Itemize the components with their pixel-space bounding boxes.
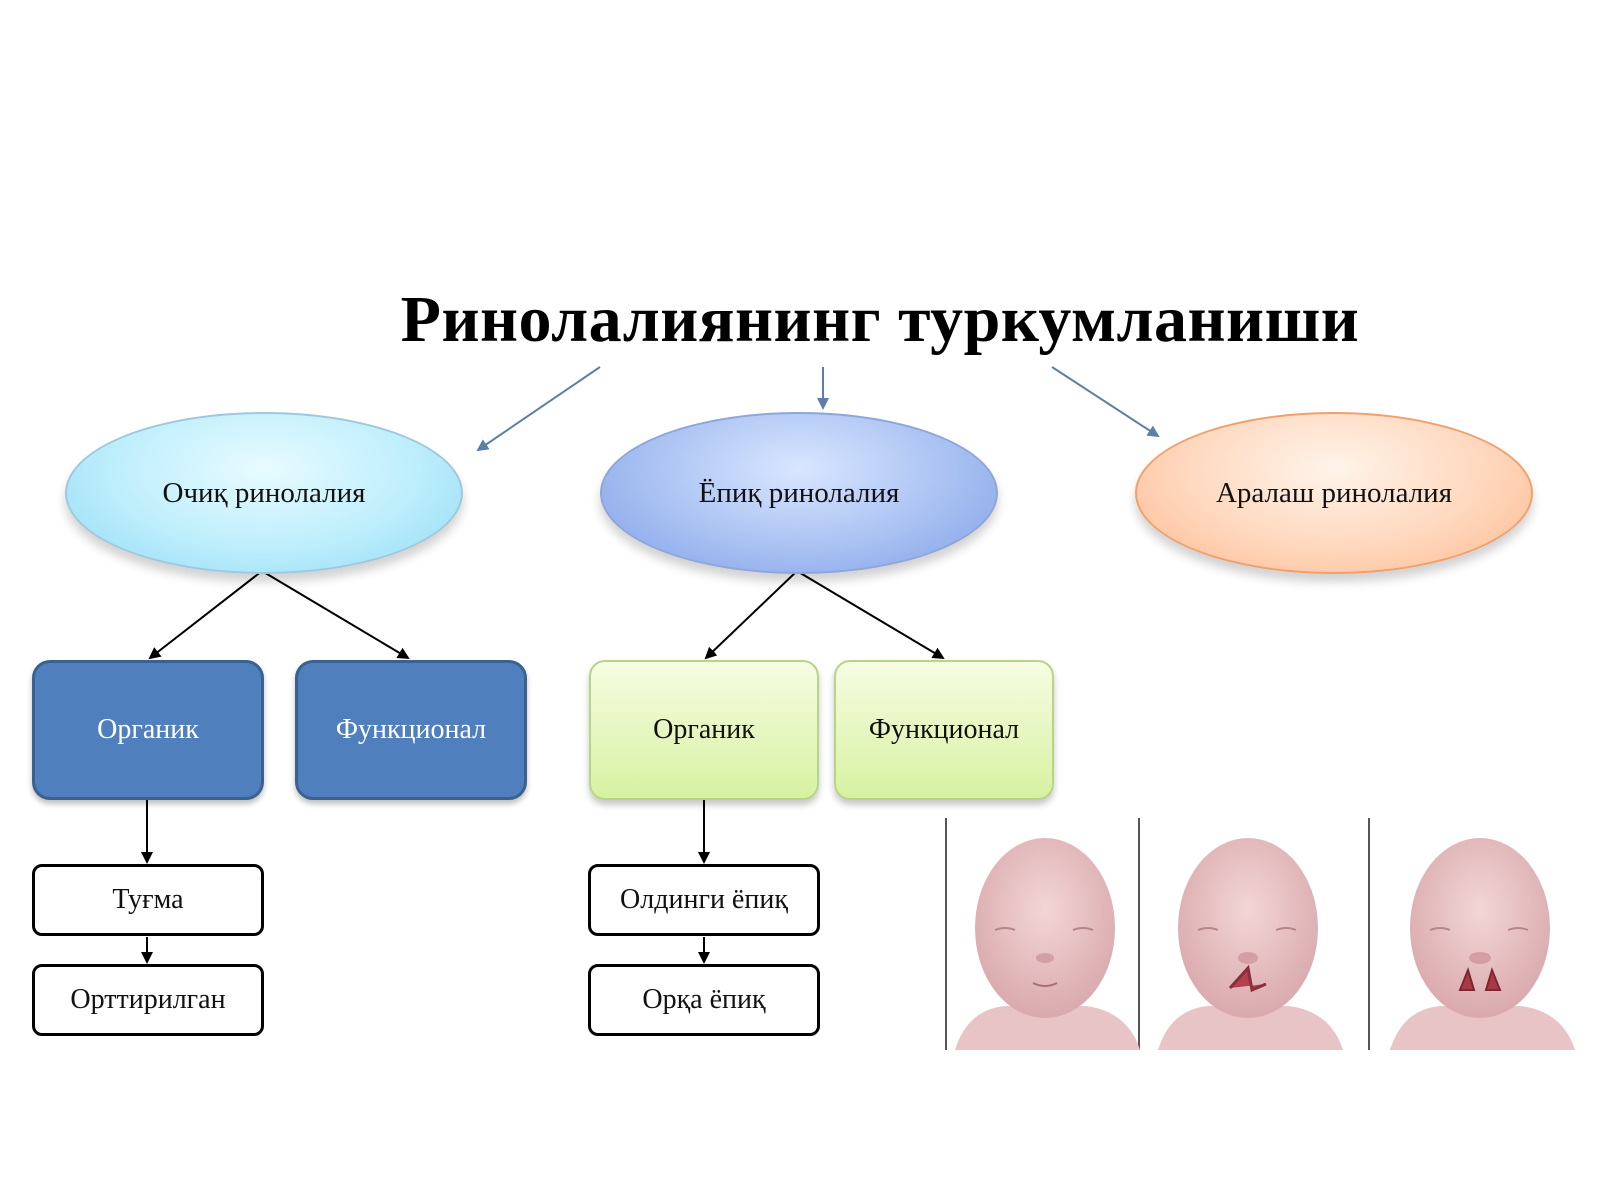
arrow-title-to-mixed	[1051, 366, 1160, 438]
infant-face-unilateral-cleft-image	[1158, 838, 1343, 1050]
open-congenital-label: Туғма	[112, 884, 184, 915]
infant-face-bilateral-cleft-image	[1390, 838, 1575, 1050]
mixed-rhinolalia-node: Аралаш ринолалия	[1135, 412, 1533, 574]
arrow-closed-to-organic	[704, 570, 798, 660]
closed-posterior-label: Орқа ёпиқ	[642, 984, 766, 1015]
arrow-open-to-organic	[148, 570, 263, 660]
open-rhinolalia-label: Очиқ ринолалия	[162, 476, 366, 509]
closed-rhinolalia-node: Ёпиқ ринолалия	[600, 412, 998, 574]
page-title: Ринолалиянинг туркумланиши	[400, 283, 1360, 356]
arrow-title-to-open	[476, 366, 601, 452]
open-acquired-label: Орттирилган	[70, 984, 226, 1015]
closed-anterior-box: Олдинги ёпиқ	[588, 864, 820, 936]
illustration-divider	[1138, 818, 1140, 1050]
open-acquired-box: Орттирилган	[32, 964, 264, 1036]
closed-organic-box: Органик	[589, 660, 819, 800]
infant-face-normal-image	[955, 838, 1140, 1050]
open-congenital-box: Туғма	[32, 864, 264, 936]
open-rhinolalia-node: Очиқ ринолалия	[65, 412, 463, 574]
mixed-rhinolalia-label: Аралаш ринолалия	[1215, 476, 1453, 509]
closed-posterior-box: Орқа ёпиқ	[588, 964, 820, 1036]
illustration-divider	[945, 818, 947, 1050]
arrow-closed-to-functional	[796, 570, 945, 660]
closed-organic-label: Органик	[653, 714, 755, 745]
closed-anterior-label: Олдинги ёпиқ	[620, 884, 788, 915]
open-organic-box: Органик	[32, 660, 264, 800]
closed-functional-box: Функционал	[834, 660, 1054, 800]
arrow-open-to-functional	[261, 570, 410, 660]
closed-functional-label: Функционал	[868, 714, 1020, 745]
open-functional-box: Функционал	[295, 660, 527, 800]
open-functional-label: Функционал	[335, 714, 487, 745]
closed-rhinolalia-label: Ёпиқ ринолалия	[698, 476, 900, 509]
illustration-divider	[1368, 818, 1370, 1050]
open-organic-label: Органик	[97, 714, 199, 745]
